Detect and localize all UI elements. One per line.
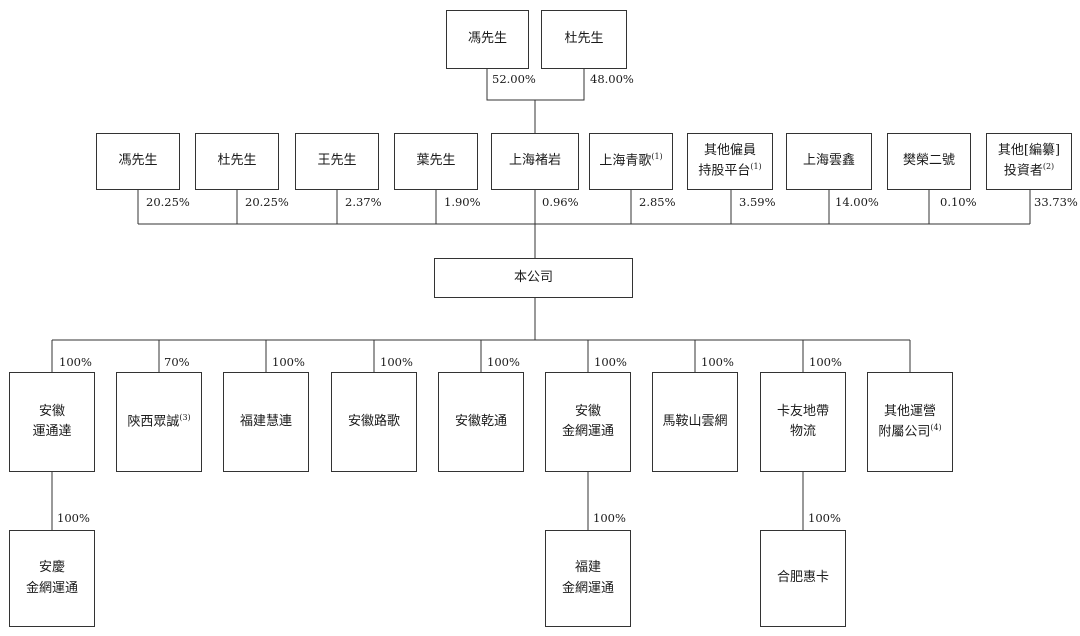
shareholder-name: 杜先生 bbox=[217, 153, 257, 169]
company-box: 本公司 bbox=[434, 258, 633, 298]
subsidiary-box: 其他運營 附屬公司(4) bbox=[867, 372, 953, 472]
shareholder-box: 葉先生 bbox=[394, 133, 478, 190]
shareholder-box: 杜先生 bbox=[195, 133, 279, 190]
ownership-pct: 100% bbox=[701, 355, 734, 369]
shareholder-name: 上海褚岩 bbox=[508, 153, 561, 169]
subsidiary-box: 安徽 金網運通 bbox=[545, 372, 631, 472]
subsidiary-name: 安徽路歌 bbox=[347, 413, 400, 429]
footnote-marker: (2) bbox=[1042, 162, 1055, 172]
ownership-pct: 100% bbox=[593, 511, 626, 525]
shareholder-name: 樊榮二號 bbox=[902, 153, 955, 169]
shareholder-name: 王先生 bbox=[317, 153, 357, 169]
subsidiary-name: 安徽乾通 bbox=[454, 413, 507, 429]
company-name: 本公司 bbox=[513, 269, 553, 285]
footnote-marker: (4) bbox=[930, 422, 942, 432]
sub-subsidiary-name: 合肥惠卡 bbox=[776, 570, 829, 586]
ownership-pct: 48.00% bbox=[590, 72, 634, 86]
ownership-pct: 2.85% bbox=[639, 195, 676, 209]
top-shareholder-name: 杜先生 bbox=[564, 31, 604, 47]
subsidiary-box: 安徽路歌 bbox=[331, 372, 417, 472]
subsidiary-box: 卡友地帶 物流 bbox=[760, 372, 846, 472]
subsidiary-box: 陝西眾誠(3) bbox=[116, 372, 202, 472]
subsidiary-box: 福建慧連 bbox=[223, 372, 309, 472]
shareholder-box: 上海褚岩 bbox=[491, 133, 579, 190]
shareholder-box: 馮先生 bbox=[96, 133, 180, 190]
ownership-pct: 20.25% bbox=[146, 195, 190, 209]
ownership-pct: 0.96% bbox=[542, 195, 579, 209]
ownership-pct: 100% bbox=[487, 355, 520, 369]
ownership-pct: 52.00% bbox=[492, 72, 536, 86]
shareholder-box: 樊榮二號 bbox=[887, 133, 971, 190]
footnote-marker: (3) bbox=[179, 412, 191, 422]
ownership-pct: 2.37% bbox=[345, 195, 382, 209]
top-shareholder-feng: 馮先生 bbox=[446, 10, 529, 69]
subsidiary-name: 卡友地帶 物流 bbox=[776, 403, 829, 439]
subsidiary-box: 安徽 運通達 bbox=[9, 372, 95, 472]
sub-subsidiary-box: 安慶 金網運通 bbox=[9, 530, 95, 627]
ownership-pct: 100% bbox=[272, 355, 305, 369]
ownership-pct: 33.73% bbox=[1034, 195, 1078, 209]
shareholder-box: 王先生 bbox=[295, 133, 379, 190]
shareholder-box: 上海雲鑫 bbox=[786, 133, 872, 190]
ownership-pct: 100% bbox=[57, 511, 90, 525]
sub-subsidiary-box: 合肥惠卡 bbox=[760, 530, 846, 627]
ownership-pct: 1.90% bbox=[444, 195, 481, 209]
subsidiary-box: 安徽乾通 bbox=[438, 372, 524, 472]
subsidiary-name: 其他運營 附屬公司 bbox=[878, 403, 936, 440]
footnote-marker: (1) bbox=[651, 152, 663, 162]
shareholder-name: 上海青歌 bbox=[599, 153, 652, 169]
subsidiary-box: 馬鞍山雲網 bbox=[652, 372, 738, 472]
shareholder-box: 上海青歌(1) bbox=[589, 133, 673, 190]
subsidiary-name: 安徽 運通達 bbox=[32, 403, 72, 439]
ownership-pct: 20.25% bbox=[245, 195, 289, 209]
shareholder-name: 馮先生 bbox=[118, 153, 158, 169]
ownership-pct: 100% bbox=[59, 355, 92, 369]
shareholder-name: 葉先生 bbox=[416, 153, 456, 169]
ownership-pct: 100% bbox=[808, 511, 841, 525]
sub-subsidiary-name: 安慶 金網運通 bbox=[25, 560, 78, 596]
ownership-pct: 100% bbox=[809, 355, 842, 369]
subsidiary-name: 馬鞍山雲網 bbox=[662, 413, 728, 429]
shareholder-name: 其他僱員 持股平台 bbox=[698, 143, 756, 179]
top-shareholder-name: 馮先生 bbox=[467, 31, 507, 47]
ownership-pct: 100% bbox=[380, 355, 413, 369]
ownership-pct: 3.59% bbox=[739, 195, 776, 209]
subsidiary-name: 福建慧連 bbox=[239, 413, 292, 429]
subsidiary-name: 安徽 金網運通 bbox=[561, 403, 614, 439]
shareholder-box: 其他僱員 持股平台(1) bbox=[687, 133, 773, 190]
ownership-pct: 0.10% bbox=[940, 195, 977, 209]
shareholder-box: 其他[編纂] 投資者(2) bbox=[986, 133, 1072, 190]
ownership-pct: 14.00% bbox=[835, 195, 879, 209]
ownership-pct: 100% bbox=[594, 355, 627, 369]
sub-subsidiary-box: 福建 金網運通 bbox=[545, 530, 631, 627]
top-shareholder-du: 杜先生 bbox=[541, 10, 627, 69]
shareholder-name: 其他[編纂] 投資者 bbox=[997, 143, 1061, 179]
subsidiary-name: 陝西眾誠 bbox=[127, 414, 180, 430]
ownership-pct: 70% bbox=[164, 355, 190, 369]
footnote-marker: (1) bbox=[750, 162, 762, 172]
sub-subsidiary-name: 福建 金網運通 bbox=[561, 560, 614, 596]
shareholder-name: 上海雲鑫 bbox=[802, 153, 855, 169]
